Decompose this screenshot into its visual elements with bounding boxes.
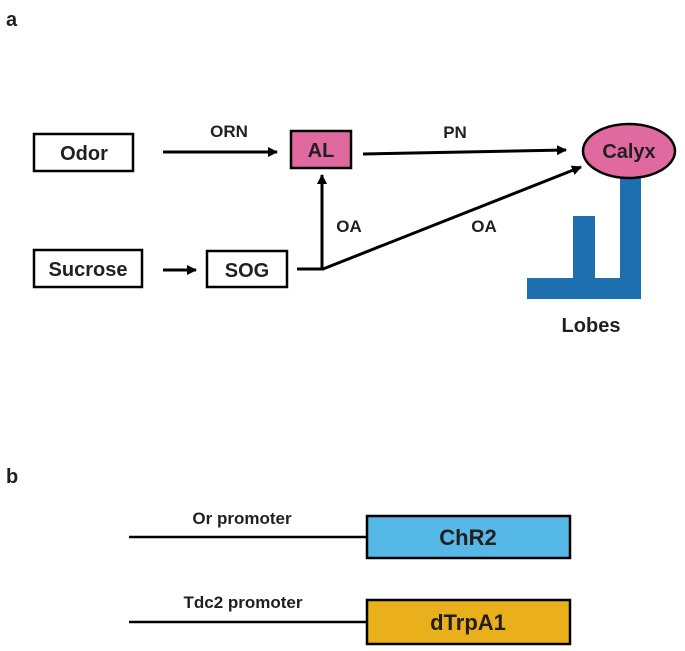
sog-node: SOG [205, 249, 289, 289]
sucrose-label: Sucrose [49, 259, 128, 281]
sucrose-node: Sucrose [32, 248, 144, 289]
pn-label: PN [443, 123, 467, 142]
sog-label: SOG [225, 260, 269, 282]
panel-a-label: a [6, 9, 18, 31]
chr2-gene-label: ChR2 [439, 525, 496, 550]
odor-node: Odor [32, 132, 135, 173]
calyx-label: Calyx [602, 141, 655, 163]
lobes-structure [527, 172, 641, 299]
oa-vertical-label: OA [336, 217, 362, 236]
dtrpa1-gene-label: dTrpA1 [430, 610, 506, 635]
oa-diagonal-label: OA [471, 217, 497, 236]
al-label: AL [308, 140, 335, 162]
tdc2-promoter-label: Tdc2 promoter [183, 593, 302, 612]
or-promoter-label: Or promoter [192, 509, 292, 528]
lobes-label: Lobes [562, 315, 621, 337]
pn-arrow [362, 145, 567, 156]
construct-or-chr2: Or promoter ChR2 [129, 509, 572, 560]
chr2-gene-box [365, 514, 572, 560]
panel-b-label: b [6, 466, 18, 488]
orn-label: ORN [210, 122, 248, 141]
dtrpa1-gene-box [365, 598, 572, 646]
al-node: AL [289, 129, 353, 170]
construct-tdc2-dtrpa1: Tdc2 promoter dTrpA1 [129, 593, 572, 646]
oa-diagonal-arrow [322, 165, 582, 271]
odor-label: Odor [60, 143, 108, 165]
calyx-node: Calyx [581, 122, 677, 180]
